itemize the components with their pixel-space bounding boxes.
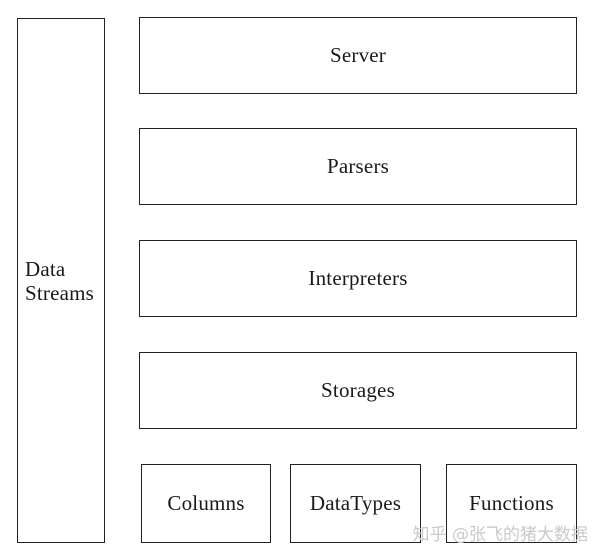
server-label: Server — [329, 43, 386, 67]
watermark-text: 知乎 @张飞的猪大数据 — [412, 525, 588, 545]
data-streams-box: Data Streams — [17, 18, 105, 543]
data-streams-line-2: Streams — [25, 280, 95, 305]
datatypes-box: DataTypes — [290, 464, 421, 543]
functions-box: Functions — [446, 464, 577, 543]
parsers-label: Parsers — [326, 154, 390, 178]
storages-box: Storages — [139, 352, 577, 429]
columns-label: Columns — [167, 491, 245, 515]
data-streams-label: Data Streams — [25, 257, 94, 305]
server-box: Server — [139, 17, 577, 94]
data-streams-line-1: Data — [25, 256, 66, 281]
datatypes-label: DataTypes — [309, 491, 402, 515]
columns-box: Columns — [141, 464, 271, 543]
interpreters-label: Interpreters — [308, 266, 408, 290]
interpreters-box: Interpreters — [139, 240, 577, 317]
parsers-box: Parsers — [139, 128, 577, 205]
functions-label: Functions — [469, 491, 554, 515]
storages-label: Storages — [321, 378, 395, 402]
